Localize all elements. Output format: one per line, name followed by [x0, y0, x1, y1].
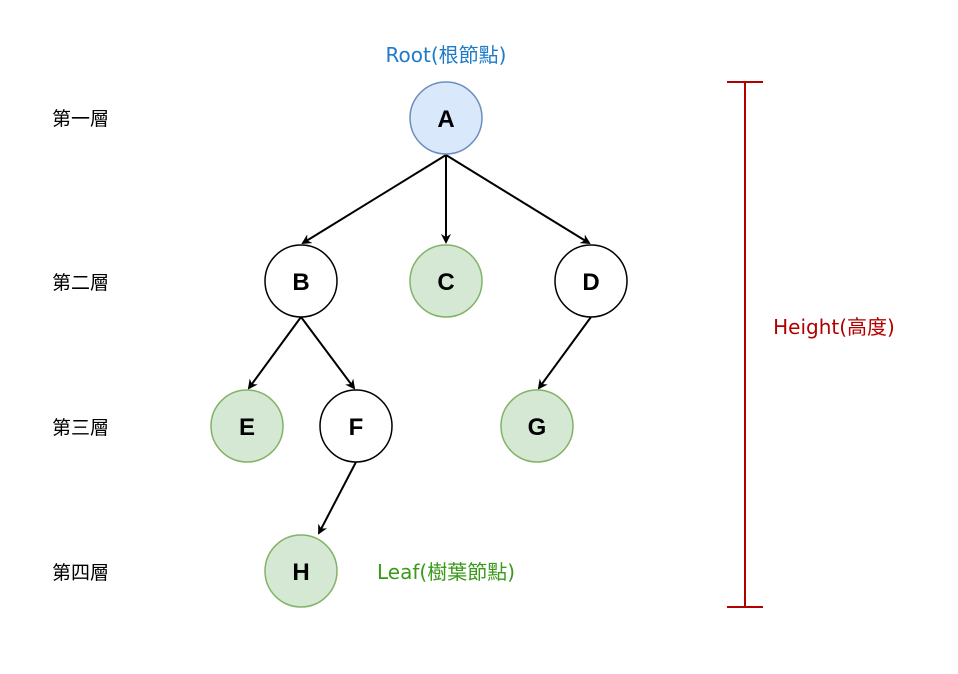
edge-f-h: [318, 461, 357, 535]
level-label-3: 第三層: [52, 417, 109, 439]
node-c: C: [409, 244, 483, 318]
leaf-annotation: Leaf(樹葉節點): [377, 560, 515, 584]
node-c-label: C: [437, 269, 454, 296]
node-a-label: A: [437, 106, 454, 133]
node-d: D: [554, 244, 628, 318]
root-annotation: Root(根節點): [386, 43, 507, 67]
level-label-1: 第一層: [52, 108, 109, 130]
node-h-label: H: [292, 559, 309, 586]
height-bracket: [727, 81, 763, 608]
edge-b-f: [300, 316, 356, 390]
node-d-label: D: [582, 269, 599, 296]
level-label-2: 第二層: [52, 272, 109, 294]
edge-d-g: [537, 316, 592, 390]
node-g: G: [500, 389, 574, 463]
edge-a-d: [445, 154, 591, 245]
node-h: H: [264, 534, 338, 608]
node-e: E: [210, 389, 284, 463]
node-f: F: [319, 389, 393, 463]
node-a: A: [409, 81, 483, 155]
level-label-4: 第四層: [52, 562, 109, 584]
node-e-label: E: [239, 414, 255, 441]
height-annotation: Height(高度): [773, 315, 895, 339]
edge-b-e: [247, 316, 302, 390]
node-b: B: [264, 244, 338, 318]
edge-a-b: [301, 154, 447, 245]
node-f-label: F: [349, 414, 364, 441]
node-b-label: B: [292, 269, 309, 296]
node-g-label: G: [528, 414, 547, 441]
